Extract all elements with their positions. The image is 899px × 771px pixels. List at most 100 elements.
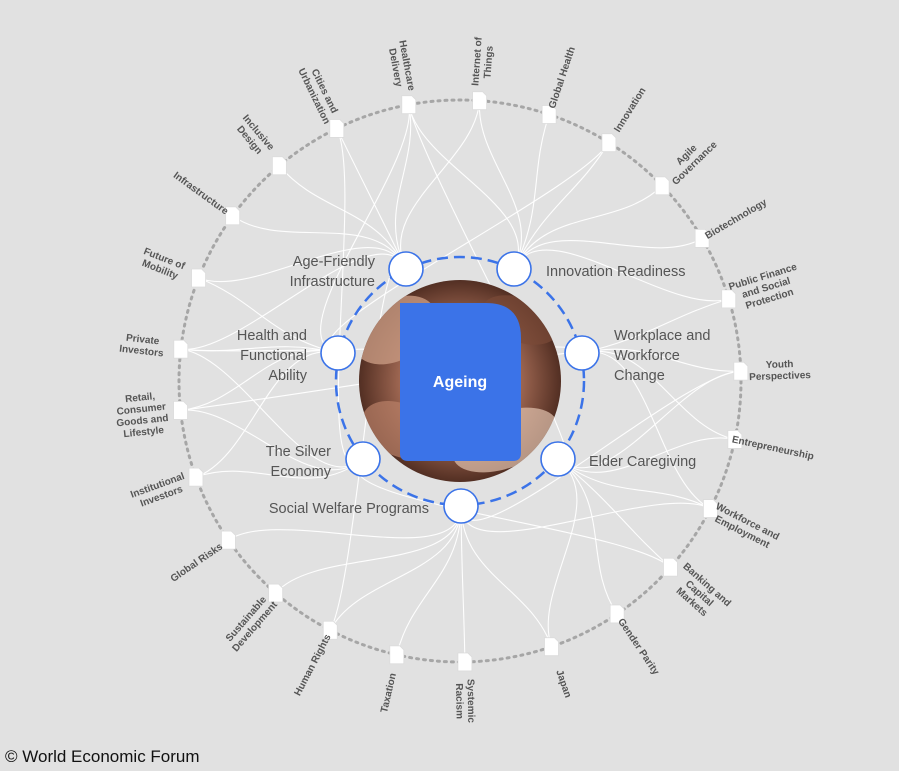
document-icon: [654, 176, 670, 196]
outer-node-institutional-investors[interactable]: InstitutionalInvestors: [129, 467, 204, 512]
outer-node-entrepreneurship[interactable]: Entrepreneurship: [727, 430, 815, 463]
document-icon: [702, 499, 718, 518]
link-line: [513, 114, 550, 270]
link-line: [581, 298, 729, 354]
outer-node-cities-and-urbanization[interactable]: Cities andUrbanization: [295, 62, 345, 138]
outer-node-inclusive-design[interactable]: InclusiveDesign: [231, 113, 287, 176]
outer-label-line: Biotechnology: [703, 197, 769, 242]
document-icon: [329, 119, 345, 138]
outer-node-japan[interactable]: Japan: [544, 637, 573, 700]
inner-label-line: Health and: [237, 328, 307, 344]
node-circle[interactable]: [388, 251, 424, 287]
outer-node-global-health[interactable]: Global Health: [541, 46, 578, 124]
outer-node-youth-perspectives[interactable]: YouthPerspectives: [733, 358, 812, 383]
inner-node-social-welfare-programs[interactable]: Social Welfare Programs: [269, 488, 479, 524]
outer-label-line: Gender Parity: [615, 617, 661, 678]
inner-label: Elder Caregiving: [589, 454, 696, 470]
outer-label-line: Human Rights: [293, 632, 334, 698]
outer-label-line: Things: [482, 45, 495, 79]
outer-label: Infrastructure: [171, 170, 230, 217]
document-icon: [721, 289, 737, 309]
outer-node-internet-of-things[interactable]: Internet ofThings: [470, 36, 496, 111]
link-line: [460, 505, 466, 662]
outer-node-future-of-mobility[interactable]: Future ofMobility: [138, 246, 206, 288]
outer-label: Workforce andEmployment: [708, 501, 780, 553]
document-icon: [173, 400, 188, 420]
link-line: [180, 350, 339, 411]
link-line: [278, 165, 407, 270]
outer-node-public-finance-and-social-protection[interactable]: Public Financeand SocialProtection: [721, 262, 806, 315]
link-line: [557, 458, 618, 615]
outer-node-taxation[interactable]: Taxation: [379, 645, 405, 714]
outer-label: Human Rights: [293, 632, 334, 698]
node-circle[interactable]: [496, 251, 532, 287]
outer-node-healthcare-delivery[interactable]: HealthcareDelivery: [385, 39, 417, 115]
outer-node-gender-parity[interactable]: Gender Parity: [609, 604, 661, 678]
outer-label: YouthPerspectives: [749, 358, 812, 383]
document-icon: [191, 268, 206, 288]
inner-label: Innovation Readiness: [546, 264, 685, 280]
document-icon: [221, 530, 236, 550]
document-icon: [401, 95, 417, 115]
outer-node-private-investors[interactable]: PrivateInvestors: [119, 332, 189, 360]
document-icon: [663, 557, 678, 577]
node-circle[interactable]: [540, 441, 576, 477]
outer-label: Retail,ConsumerGoods andLifestyle: [114, 390, 171, 441]
outer-label-line: Youth: [766, 359, 794, 371]
inner-node-elder-caregiving[interactable]: Elder Caregiving: [540, 441, 696, 477]
outer-label: Entrepreneurship: [731, 434, 815, 462]
link-line: [198, 247, 407, 283]
link-line: [581, 348, 741, 372]
outer-label: SustainableDevelopment: [222, 592, 281, 655]
document-icon: [389, 645, 405, 665]
link-line: [275, 505, 462, 594]
outer-label-line: Goods and: [116, 413, 169, 429]
link-line: [320, 104, 410, 354]
outer-label-line: Global Health: [547, 46, 578, 111]
inner-node-innovation-readiness[interactable]: Innovation Readiness: [496, 251, 685, 287]
link-line: [394, 104, 412, 270]
node-circle[interactable]: [564, 335, 600, 371]
inner-label: Social Welfare Programs: [269, 501, 429, 517]
document-icon: [268, 583, 284, 603]
outer-node-sustainable-development[interactable]: SustainableDevelopment: [222, 583, 284, 655]
outer-node-systemic-racism[interactable]: SystemicRacism: [453, 652, 476, 724]
outer-node-global-risks[interactable]: Global Risks: [169, 530, 236, 585]
outer-node-infrastructure[interactable]: Infrastructure: [171, 170, 241, 226]
outer-node-innovation[interactable]: Innovation: [601, 86, 649, 153]
outer-node-retail-consumer-goods-and-lifestyle[interactable]: Retail,ConsumerGoods andLifestyle: [114, 390, 188, 441]
outer-label: PrivateInvestors: [119, 332, 166, 360]
link-line: [228, 505, 462, 541]
outer-node-workforce-and-employment[interactable]: Workforce andEmployment: [702, 499, 781, 554]
document-icon: [541, 105, 557, 124]
outer-label-line: Internet of: [470, 36, 484, 86]
link-line: [396, 505, 462, 655]
link-line: [329, 505, 462, 631]
inner-label-line: Workplace and: [614, 328, 710, 344]
link-line: [581, 350, 735, 440]
outer-label: AgileGovernance: [662, 131, 720, 188]
outer-label-line: Consumer: [116, 402, 166, 418]
outer-label: Global Risks: [169, 541, 226, 585]
outer-node-banking-and-capital-markets[interactable]: Banking andCapitalMarkets: [663, 557, 733, 626]
outer-label: Gender Parity: [615, 617, 661, 678]
inner-label-line: Change: [614, 368, 665, 384]
outer-node-agile-governance[interactable]: AgileGovernance: [654, 131, 720, 196]
node-circle[interactable]: [345, 441, 381, 477]
document-icon: [188, 467, 204, 487]
outer-node-biotechnology[interactable]: Biotechnology: [694, 197, 769, 248]
outer-label-line: Innovation: [612, 86, 648, 135]
outer-label-line: Japan: [553, 668, 573, 699]
link-line: [557, 437, 735, 473]
node-circle[interactable]: [443, 488, 479, 524]
node-circle[interactable]: [320, 335, 356, 371]
center-card[interactable]: [400, 303, 521, 461]
outer-node-human-rights[interactable]: Human Rights: [293, 620, 338, 698]
outer-label: Japan: [553, 668, 573, 699]
